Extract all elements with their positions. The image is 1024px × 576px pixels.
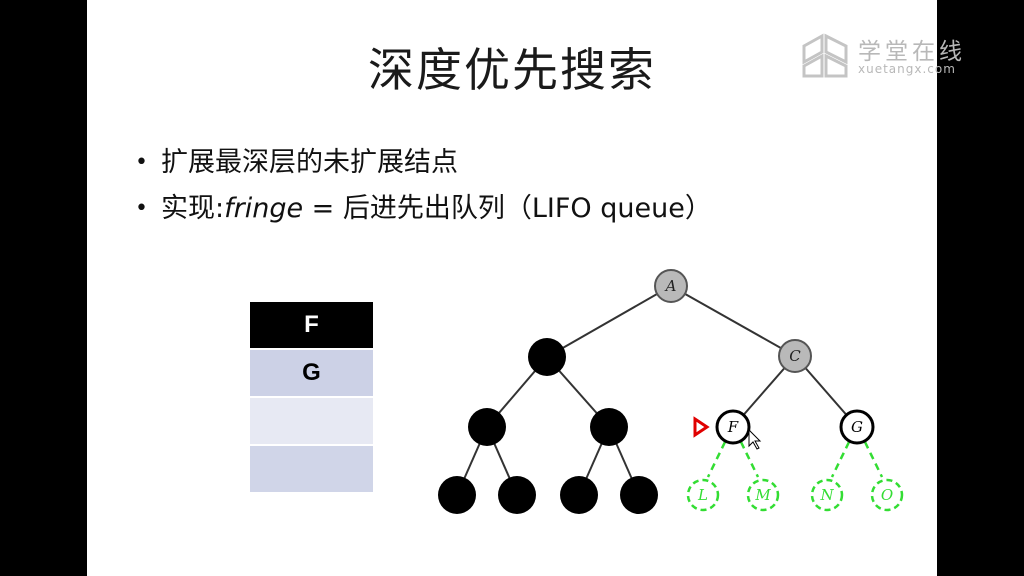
bullet-item: • 实现: fringe = 后进先出队列（LIFO queue） <box>135 186 712 232</box>
node-m: M <box>746 478 780 512</box>
slide: 深度优先搜索 • 扩展最深层的未扩展结点 • 实现: fringe = 后进先出… <box>87 0 937 576</box>
node-expanded <box>590 408 628 446</box>
bullet-icon: • <box>135 196 148 221</box>
bullet-text: 扩展最深层的未扩展结点 <box>161 147 458 178</box>
watermark-text: 学堂在线 <box>858 39 966 65</box>
watermark-subtext: xuetangx.com <box>858 62 956 76</box>
current-node-marker-icon <box>693 416 710 438</box>
node-expanded <box>528 338 566 376</box>
node-expanded <box>468 408 506 446</box>
stack-cell <box>250 446 373 492</box>
node-label: N <box>819 486 834 504</box>
fringe-stack: F G <box>250 302 373 494</box>
slide-title: 深度优先搜索 <box>368 43 656 97</box>
xuetangx-logo-icon <box>802 33 848 78</box>
bullet-text-fringe: fringe <box>224 193 304 224</box>
node-f: F <box>715 409 751 445</box>
stack-cell <box>250 398 373 444</box>
stack-cell-top: F <box>250 302 373 348</box>
node-label: O <box>881 486 893 504</box>
node-label: C <box>789 347 801 365</box>
node-label: L <box>697 486 708 504</box>
node-l: L <box>686 478 720 512</box>
node-label: F <box>727 418 739 436</box>
node-c: C <box>778 339 812 373</box>
bullet-text-prefix: 实现: <box>161 193 225 224</box>
node-a: A <box>654 269 688 303</box>
stack-cell: G <box>250 350 373 396</box>
tree-edges <box>456 285 858 496</box>
tree-dashed-edges <box>706 441 884 478</box>
node-g: G <box>839 409 875 445</box>
node-expanded <box>560 476 598 514</box>
node-n: N <box>810 478 844 512</box>
node-expanded <box>498 476 536 514</box>
mouse-cursor-icon <box>748 428 762 450</box>
bullet-list: • 扩展最深层的未扩展结点 • 实现: fringe = 后进先出队列（LIFO… <box>135 140 712 232</box>
node-expanded <box>620 476 658 514</box>
node-label: M <box>754 486 771 504</box>
bullet-icon: • <box>135 150 148 175</box>
search-tree: A C F G L <box>438 269 904 514</box>
node-label: A <box>664 277 677 295</box>
node-expanded <box>438 476 476 514</box>
node-label: G <box>851 418 863 436</box>
node-o: O <box>870 478 904 512</box>
watermark-logo: 学堂在线 xuetangx.com <box>800 30 980 82</box>
bullet-item: • 扩展最深层的未扩展结点 <box>135 140 712 186</box>
bullet-text-suffix: = 后进先出队列（LIFO queue） <box>303 193 712 224</box>
